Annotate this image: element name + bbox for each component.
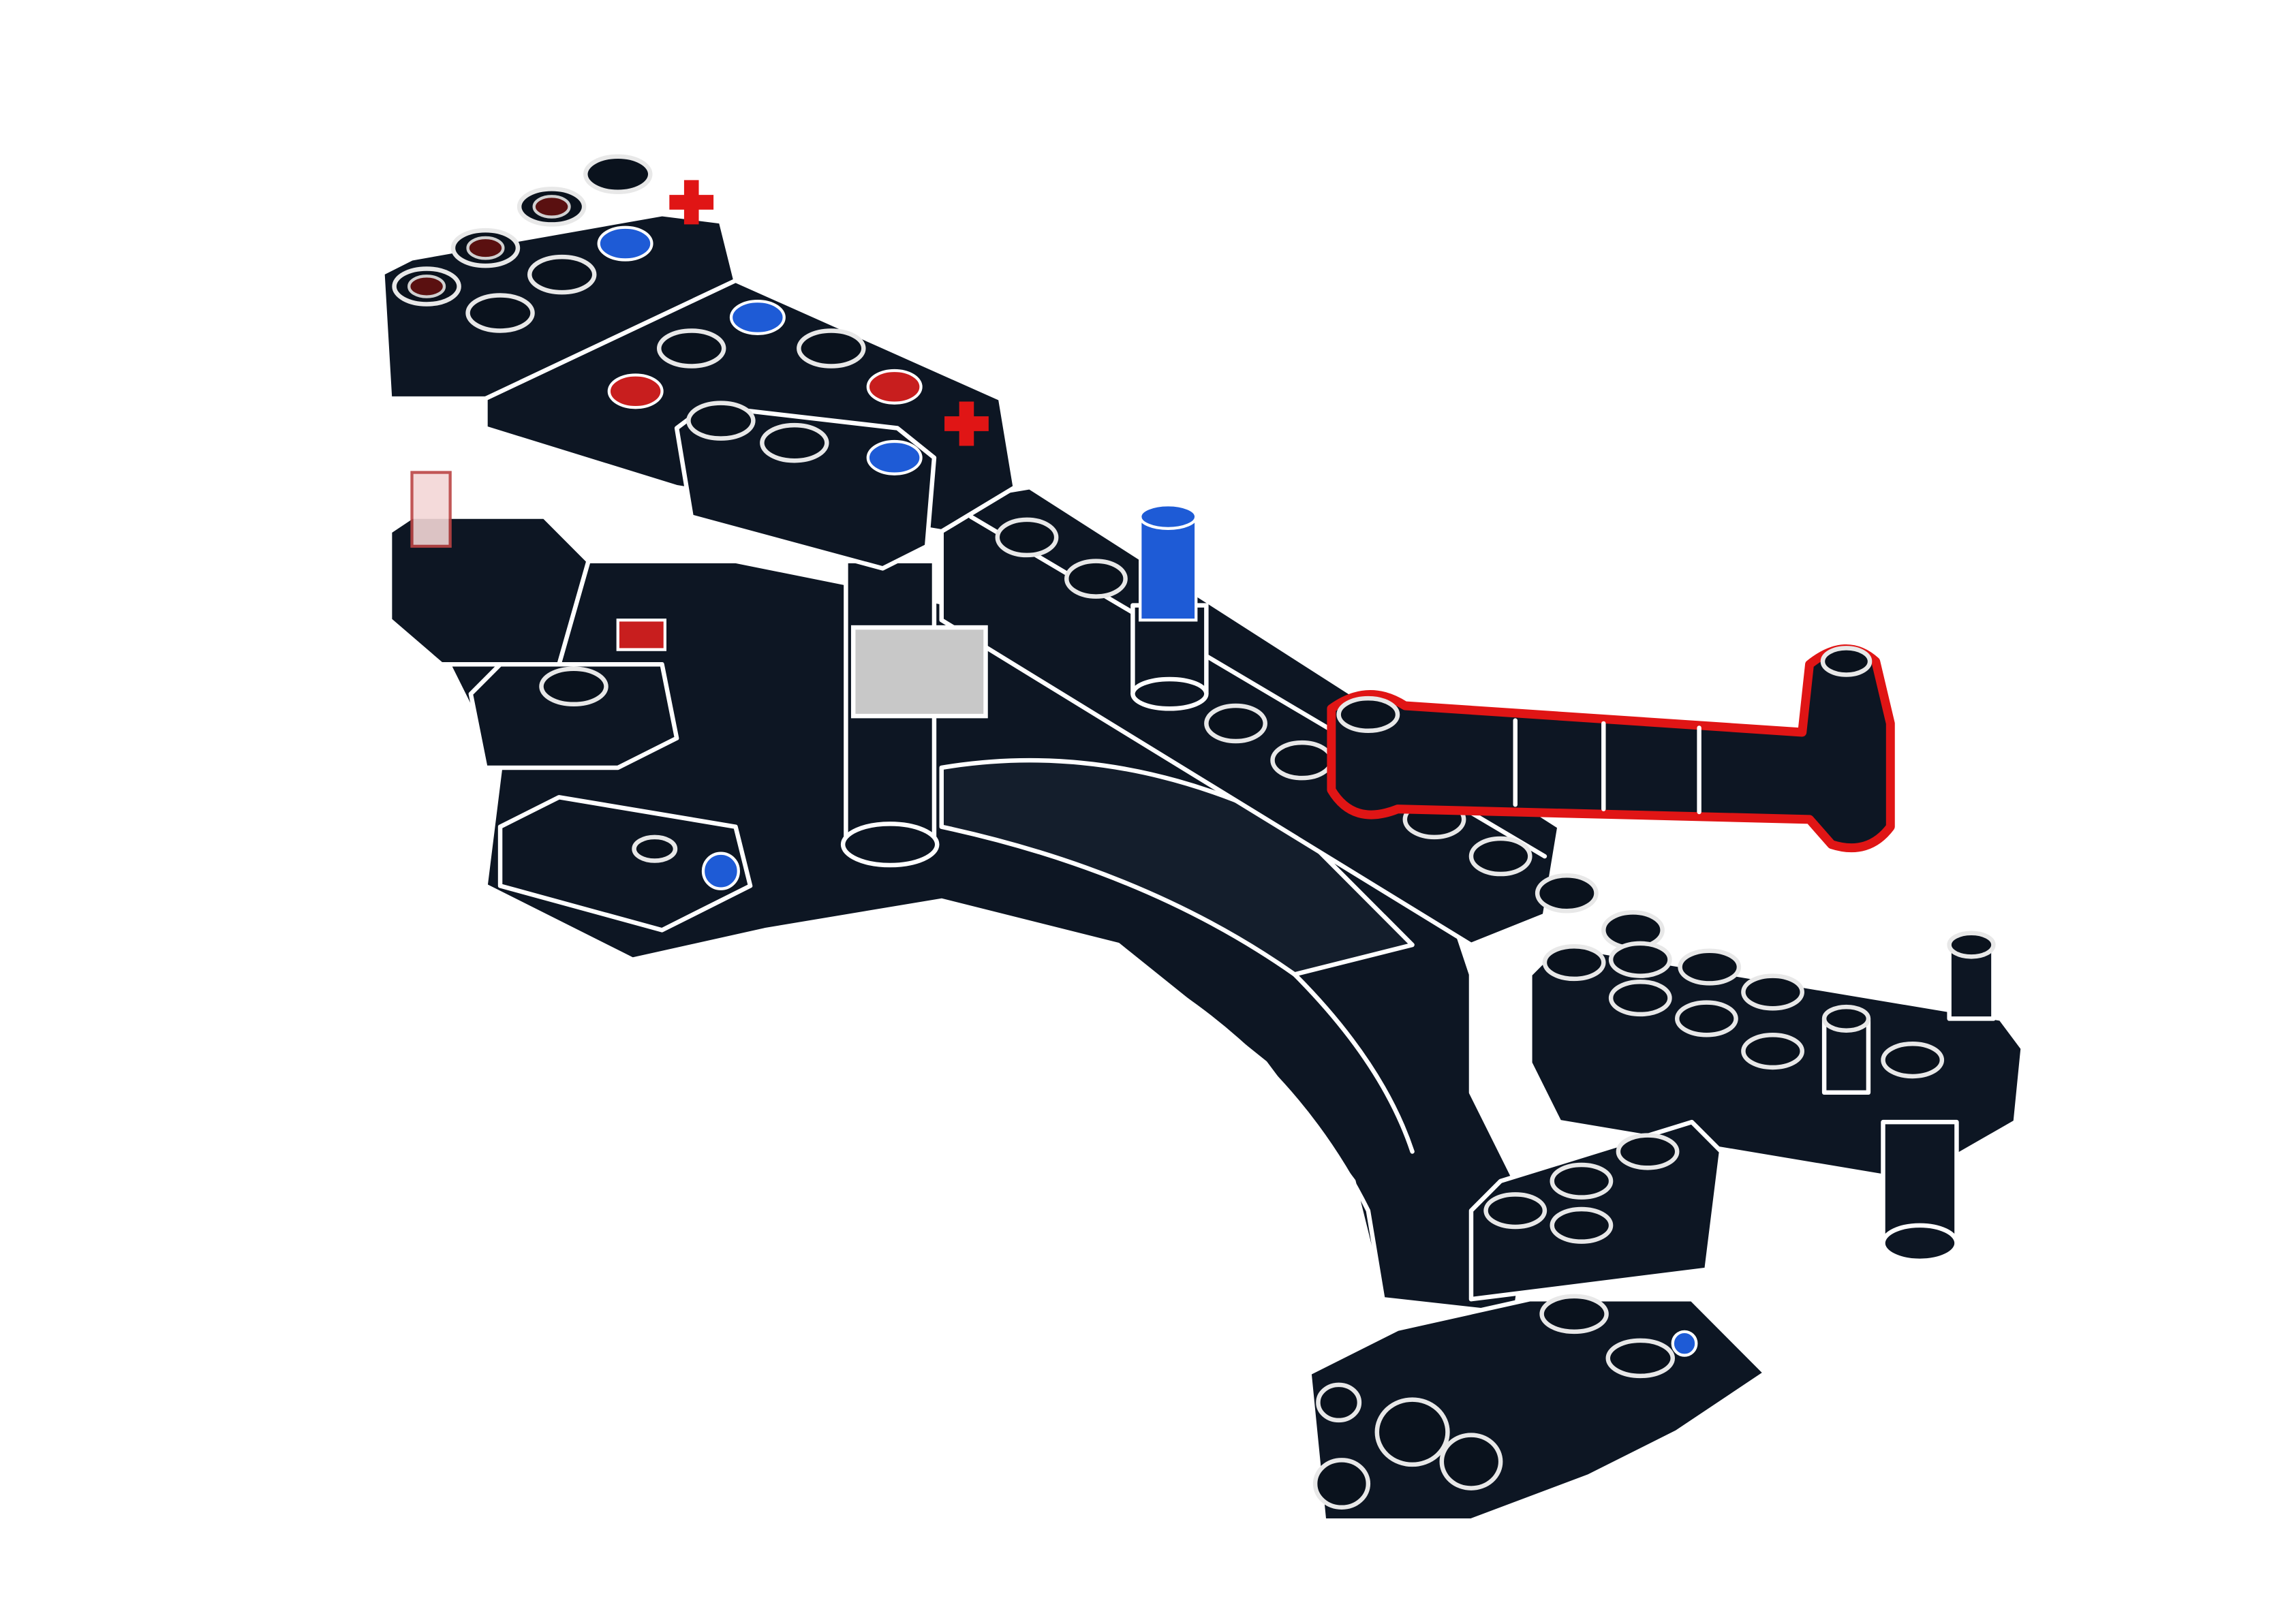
black-pin-right-1	[1821, 1004, 1871, 1095]
bottom-connector-block	[1307, 1294, 1768, 1523]
red-cross-icon	[669, 180, 714, 225]
red-pin-top	[866, 369, 923, 405]
right-beam-assembly	[1468, 931, 2025, 1302]
long-diagonal-beam	[939, 484, 1665, 950]
dark-red-pin	[532, 195, 571, 219]
red-cross-icon	[944, 401, 989, 446]
upper-beam-holes	[392, 154, 866, 463]
highlighted-link-part	[1327, 644, 1895, 853]
red-connector	[616, 619, 667, 651]
transparent-axle	[410, 471, 452, 548]
left-lower-frame	[387, 471, 753, 933]
blue-pin-top	[866, 439, 923, 475]
blue-pin-bottom	[1671, 1330, 1698, 1357]
blue-pin-top	[597, 225, 653, 262]
red-pin-top	[607, 373, 664, 409]
beam-holes	[995, 517, 1665, 950]
dark-red-pin	[466, 236, 505, 260]
blue-pin-left	[701, 852, 740, 890]
upper-beam-stack	[380, 154, 1198, 622]
dark-red-pin	[407, 275, 446, 298]
blue-vertical-pin	[1139, 503, 1198, 622]
right-beam-holes	[1542, 941, 1945, 1079]
colored-pins	[407, 195, 923, 475]
center-pillar	[840, 559, 1209, 868]
grey-bush	[850, 625, 988, 719]
black-pin-right-2	[1947, 931, 1996, 1021]
blue-pin-top	[729, 299, 786, 335]
